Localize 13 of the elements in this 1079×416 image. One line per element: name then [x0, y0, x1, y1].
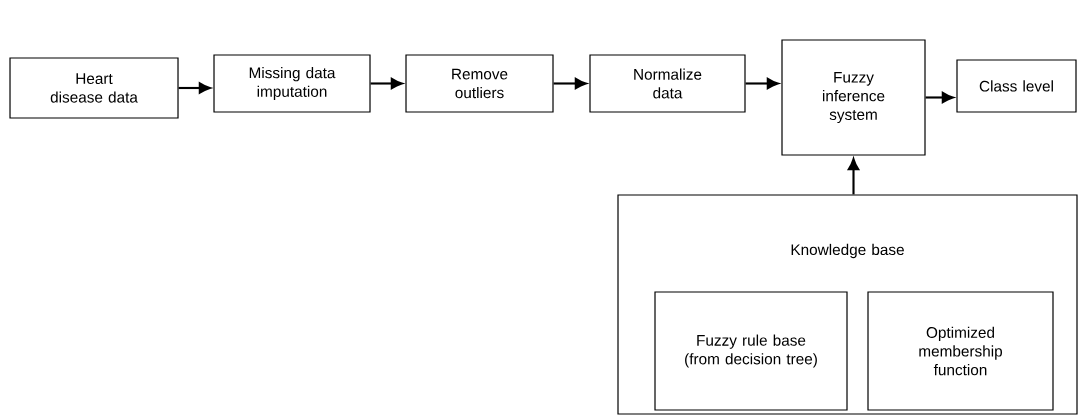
process-box: Fuzzy rule base (from decision tree) [654, 291, 848, 411]
process-box: Heart disease data [9, 57, 179, 119]
process-box: Class level [956, 59, 1077, 113]
process-box: Normalize data [589, 54, 746, 113]
process-box: Remove outliers [405, 54, 554, 113]
process-box: Fuzzy inference system [781, 39, 926, 156]
arrow [745, 77, 779, 90]
arrow [553, 77, 587, 90]
process-box: Optimized membership function [867, 291, 1054, 411]
process-box: Missing data imputation [213, 54, 371, 113]
arrow [370, 77, 403, 90]
arrow [178, 82, 211, 94]
arrow [925, 91, 954, 104]
